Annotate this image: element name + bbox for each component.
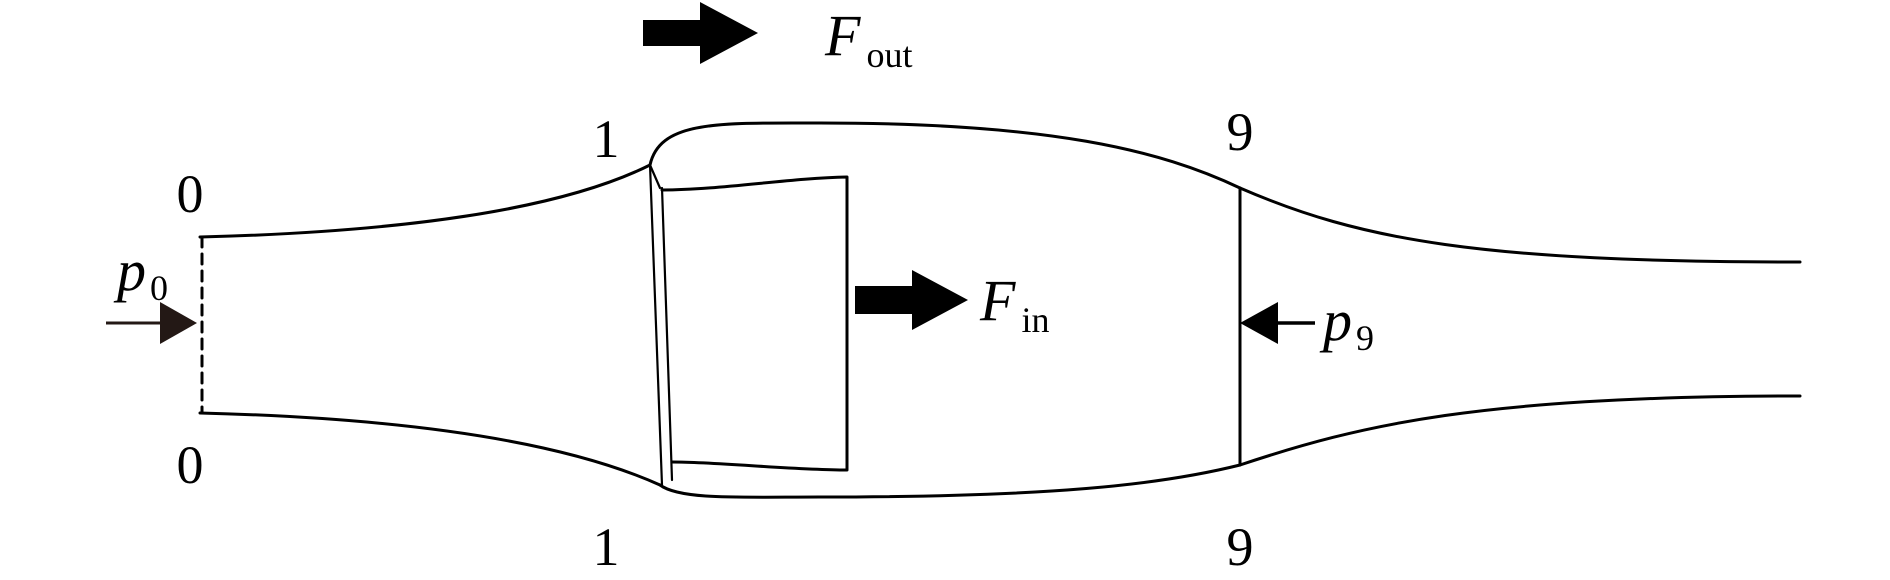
fan-face-inner-line [660,186,674,482]
p0-symbol: p [113,238,146,303]
f-in-arrow-icon [855,270,968,330]
jet-plume-top [1238,186,1802,264]
f-in-subscript: in [1021,300,1049,340]
f-out-arrow-icon [643,2,758,64]
f-out-subscript: out [866,35,912,75]
fan-face-rear-line [648,163,662,190]
station-1-bottom-label: 1 [593,517,620,577]
station-0-bottom-label: 0 [177,435,204,495]
f-out-symbol: F [824,3,861,68]
nacelle-outer-top [648,121,1242,190]
nacelle-outer-bottom [658,463,1242,499]
station-1-top-label: 1 [593,109,620,169]
station-9-bottom-label: 9 [1227,517,1254,577]
p9-subscript: 9 [1356,318,1374,358]
engine-core-body [660,175,849,472]
p9-arrow-icon [1240,302,1278,344]
p9-symbol: p [1319,288,1352,353]
f-in-symbol: F [979,268,1016,333]
station-9-top-label: 9 [1227,102,1254,162]
fan-face-outer-line [648,163,664,487]
p0-arrow-icon [160,302,197,344]
p0-subscript: 0 [150,268,168,308]
station-0-top-label: 0 [177,164,204,224]
upper-streamtube-line [198,163,652,239]
lower-streamtube-line [198,411,662,487]
jet-plume-bottom [1238,394,1802,467]
